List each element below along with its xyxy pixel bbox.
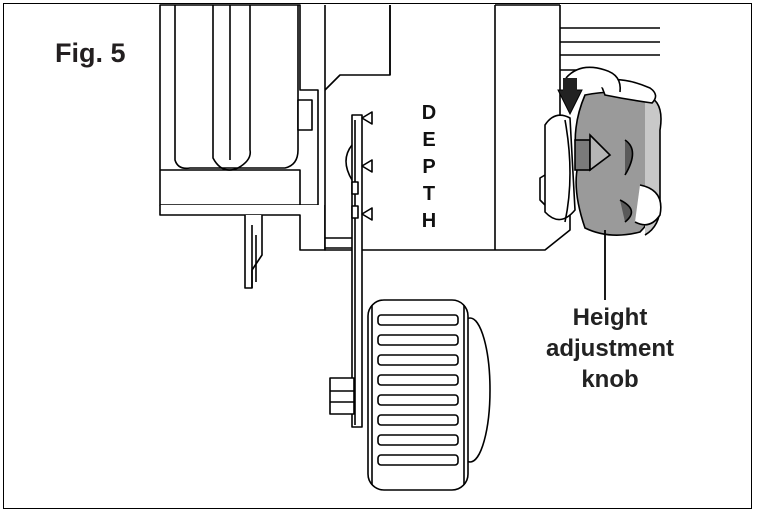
depth-label: D E P T H [416, 100, 442, 235]
curved-arrow-icon [557, 66, 622, 116]
callout-line: adjustment [545, 335, 674, 362]
depth-letter: H [421, 210, 437, 232]
motor-housing [159, 4, 319, 206]
depth-letter: P [422, 156, 436, 178]
bolt-head [329, 377, 355, 415]
depth-scale-plate [351, 114, 363, 428]
callout-line: knob [581, 366, 639, 393]
bracket [244, 215, 263, 289]
depth-letter: T [422, 183, 436, 205]
figure-frame [3, 3, 752, 509]
roller-wheel [367, 299, 491, 491]
figure-label: Fig. 5 [55, 38, 126, 68]
depth-letter: E [422, 129, 436, 151]
depth-letter: D [421, 102, 437, 124]
height-adjustment-knob-callout: Height adjustment knob [530, 302, 690, 395]
callout-line: Height [572, 304, 648, 331]
